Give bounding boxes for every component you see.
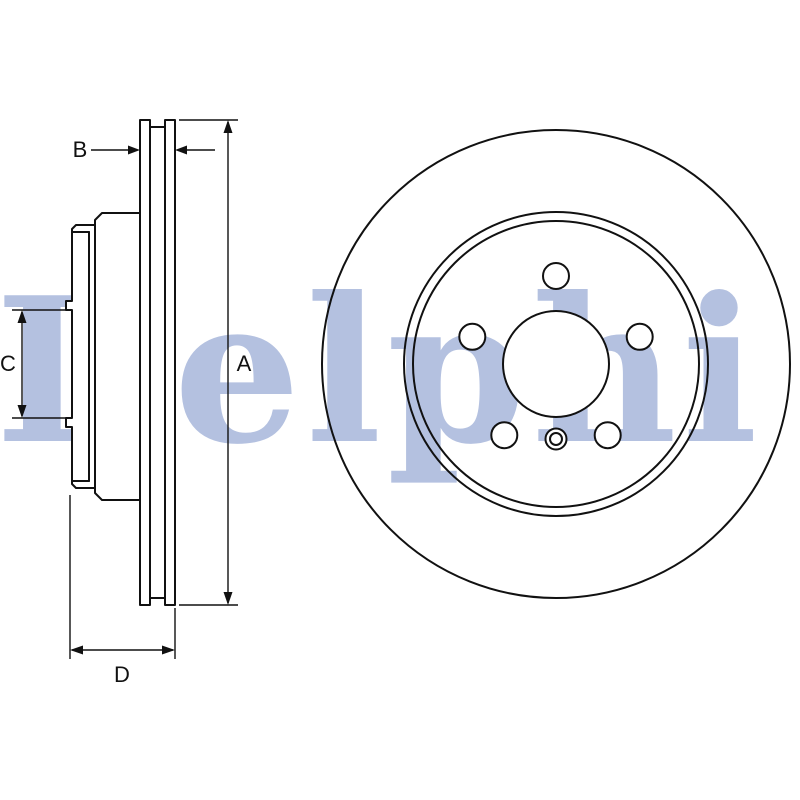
- dimension-d-arrow-left: [70, 645, 83, 655]
- dimension-b: B: [73, 137, 215, 162]
- bolt-hole-upper-right: [625, 322, 654, 351]
- locating-hole-outer: [544, 427, 568, 451]
- friction-ring-outline: [139, 119, 176, 606]
- dimension-label-b: B: [73, 137, 88, 162]
- dimension-b-arrow-left: [128, 145, 140, 155]
- bolt-hole-upper-left: [458, 322, 487, 351]
- locating-hole-inner: [549, 432, 563, 446]
- dimension-label-c: C: [0, 351, 16, 376]
- friction-surface-inner-circle: [403, 211, 709, 517]
- dimension-b-arrow-right: [175, 145, 187, 155]
- dimension-d: D: [69, 495, 176, 687]
- dimension-a-arrow-top: [223, 120, 233, 133]
- bolt-hole-top: [542, 262, 570, 290]
- hub-hat-outline: [65, 212, 141, 501]
- dimension-c: C: [0, 309, 66, 419]
- dimension-c-arrow-bottom: [17, 405, 27, 418]
- dimension-c-arrow-top: [17, 310, 27, 323]
- disc-outer-edge-circle: [321, 129, 791, 599]
- hat-edge-circle: [412, 220, 700, 508]
- bolt-hole-lower-left: [490, 421, 519, 450]
- dimension-label-a: A: [237, 351, 252, 376]
- dimension-a-arrow-bottom: [223, 592, 233, 605]
- bolt-hole-lower-right: [593, 421, 622, 450]
- dimensions: B A C D: [0, 119, 252, 687]
- dimension-d-arrow-right: [162, 645, 175, 655]
- dimension-label-d: D: [114, 662, 130, 687]
- front-view: [321, 129, 791, 599]
- side-view: [65, 119, 176, 606]
- dimension-a: A: [179, 119, 252, 606]
- center-bore: [502, 310, 610, 418]
